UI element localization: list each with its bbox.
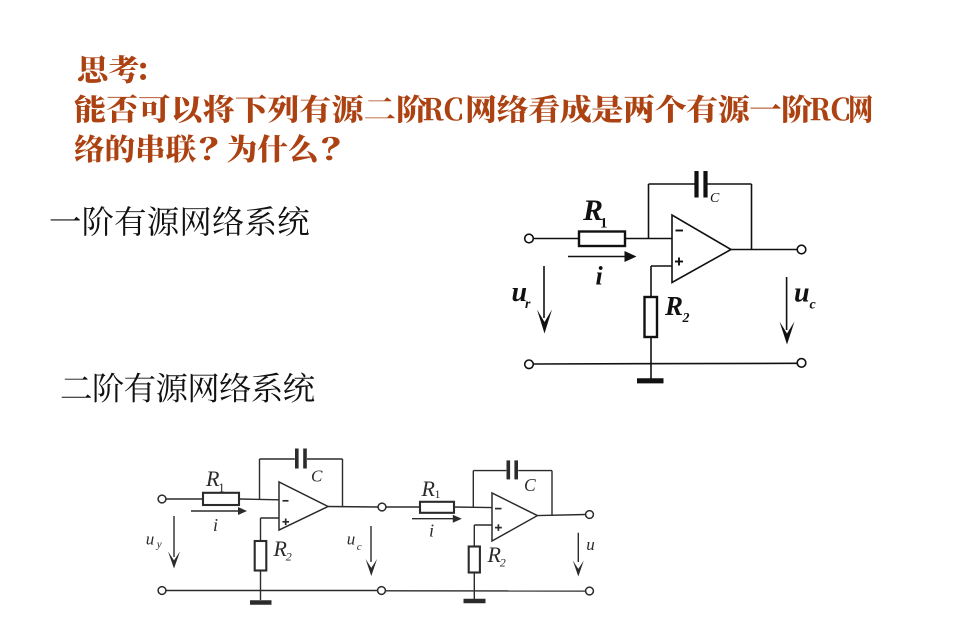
svg-text:c: c [357, 541, 362, 553]
svg-text:2: 2 [500, 556, 506, 570]
svg-text:1: 1 [218, 480, 225, 495]
svg-text:i: i [596, 262, 604, 291]
svg-text:u: u [794, 278, 810, 309]
svg-text:i: i [213, 515, 218, 535]
svg-text:R: R [421, 476, 436, 501]
svg-text:2: 2 [286, 550, 292, 564]
svg-text:R: R [664, 291, 683, 321]
svg-text:u: u [347, 530, 356, 549]
svg-text:1: 1 [600, 216, 608, 232]
svg-text:C: C [524, 475, 536, 495]
svg-text:C: C [311, 467, 323, 486]
svg-text:y: y [156, 539, 162, 551]
svg-text:2: 2 [682, 311, 690, 326]
svg-text:i: i [429, 521, 434, 541]
svg-text:C: C [710, 191, 720, 206]
svg-text:1: 1 [435, 487, 441, 501]
svg-text:c: c [810, 298, 817, 313]
svg-text:u: u [146, 530, 155, 549]
svg-text:u: u [586, 535, 595, 554]
svg-text:r: r [525, 297, 531, 312]
